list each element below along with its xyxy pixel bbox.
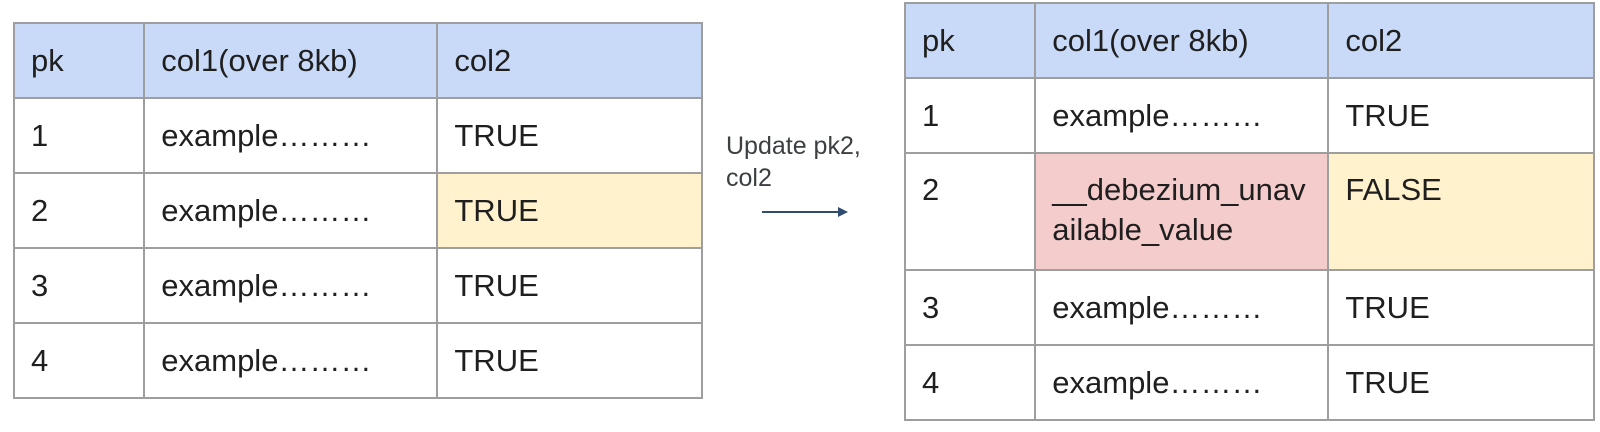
cell-col2: TRUE [1327, 344, 1595, 421]
cell-pk: 3 [12, 247, 146, 324]
cell-col1: example……… [143, 322, 439, 399]
table-row: 2 __debezium_unavailable_value FALSE [903, 152, 1595, 271]
cell-pk: 1 [903, 77, 1037, 154]
cell-col2: TRUE [1327, 269, 1595, 346]
cell-pk: 4 [903, 344, 1037, 421]
before-table: pk col1(over 8kb) col2 1 example……… TRUE… [12, 22, 703, 399]
cell-col2-highlighted: TRUE [436, 172, 703, 249]
table-row: 4 example……… TRUE [903, 344, 1595, 421]
cell-col1: example……… [143, 97, 439, 174]
table-header-row: pk col1(over 8kb) col2 [12, 22, 703, 99]
table-row: 1 example……… TRUE [903, 77, 1595, 154]
cell-col2: TRUE [1327, 77, 1595, 154]
header-pk: pk [903, 2, 1037, 79]
cell-col2: TRUE [436, 247, 703, 324]
header-col1: col1(over 8kb) [1034, 2, 1330, 79]
cell-col2-highlighted: FALSE [1327, 152, 1595, 271]
cell-col1-unavailable: __debezium_unavailable_value [1034, 152, 1330, 271]
cell-col1: example……… [1034, 269, 1330, 346]
cell-pk: 1 [12, 97, 146, 174]
table-row: 1 example……… TRUE [12, 97, 703, 174]
cell-col1: example……… [143, 247, 439, 324]
header-pk: pk [12, 22, 146, 99]
table-row: 3 example……… TRUE [903, 269, 1595, 346]
cell-pk: 4 [12, 322, 146, 399]
cell-col1: example……… [143, 172, 439, 249]
right-arrow-icon [762, 207, 848, 217]
update-label: Update pk2, col2 [726, 132, 861, 192]
cell-col2: TRUE [436, 97, 703, 174]
cell-col1: example……… [1034, 77, 1330, 154]
table-row: 2 example……… TRUE [12, 172, 703, 249]
header-col2: col2 [1327, 2, 1595, 79]
header-col1: col1(over 8kb) [143, 22, 439, 99]
cell-pk: 2 [12, 172, 146, 249]
cell-pk: 2 [903, 152, 1037, 271]
header-col2: col2 [436, 22, 703, 99]
cell-pk: 3 [903, 269, 1037, 346]
cell-col2: TRUE [436, 322, 703, 399]
table-header-row: pk col1(over 8kb) col2 [903, 2, 1595, 79]
table-row: 3 example……… TRUE [12, 247, 703, 324]
cell-col1: example……… [1034, 344, 1330, 421]
table-row: 4 example……… TRUE [12, 322, 703, 399]
after-table: pk col1(over 8kb) col2 1 example……… TRUE… [903, 2, 1595, 421]
